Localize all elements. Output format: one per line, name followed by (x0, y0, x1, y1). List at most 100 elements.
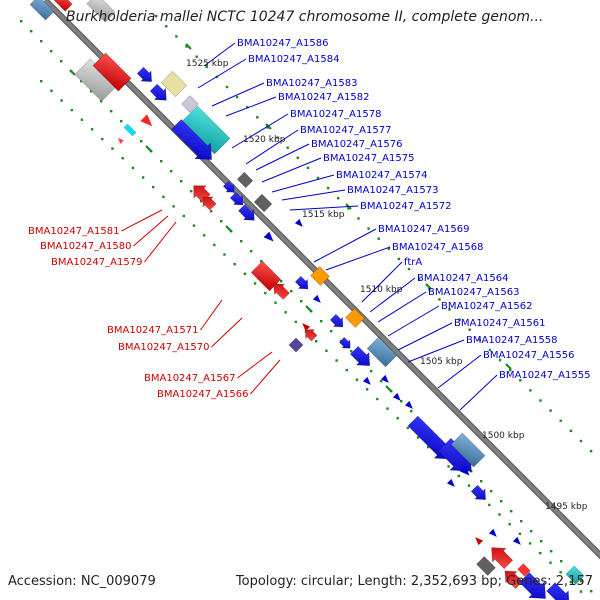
gene-arrow-fwd (329, 313, 344, 328)
tick-dot-inner (510, 510, 513, 513)
tick-dot-inner-2 (192, 224, 196, 227)
gene-label-reverse: BMA10247_A1570 (118, 342, 209, 353)
gene-marker-blue-body (488, 528, 497, 537)
scale-label: 1500 kbp (482, 431, 525, 441)
tick-dot-outer (519, 379, 522, 382)
gene-marker-blue-body (404, 400, 413, 409)
leader-line-forward (437, 354, 482, 389)
gene-marker-red-body (302, 323, 311, 332)
tick-dot-inner-2 (579, 590, 583, 593)
tick-dot-inner-2 (539, 551, 542, 555)
tick-dot-inner (50, 50, 53, 53)
leader-line-reverse (133, 215, 169, 247)
gene-box-steel (29, 0, 55, 21)
tick-dot-inner-2 (284, 311, 287, 314)
gene-marker-blue-body (446, 478, 455, 487)
tick-dot-inner (170, 170, 173, 173)
tick-dot-inner (200, 200, 203, 203)
gene-arrow-fwd (470, 484, 486, 500)
tick-dot-inner (220, 220, 223, 223)
tick-dot-outer (367, 227, 370, 230)
tick-dot-outer (589, 449, 593, 453)
gene-arrow-rev (202, 196, 217, 211)
tick-dot-inner-2 (233, 263, 236, 266)
gene-box-steel-mid-body (366, 336, 398, 368)
gene-arrow-fwd (229, 191, 244, 206)
tick-dot-inner-2 (80, 118, 84, 121)
tick-dot-outer (276, 136, 279, 139)
leader-line-forward (377, 291, 427, 323)
gene-box-red-body (517, 563, 531, 577)
leader-line-forward (281, 189, 346, 201)
scale-label: 1520 kbp (243, 135, 286, 145)
tick-dot-inner-2 (274, 301, 277, 304)
tick-dot-inner (310, 310, 313, 313)
tick-dot-inner (300, 300, 303, 303)
gene-box-steel-body (29, 0, 55, 21)
gene-arrow-fwd-body (329, 313, 344, 328)
tick-dot-inner (240, 240, 243, 243)
tick-dot-inner (370, 370, 373, 373)
tick-dot-outer (195, 55, 198, 58)
leader-line-forward (361, 261, 403, 303)
tick-dot-inner (40, 40, 43, 43)
gene-box-teal-small (565, 565, 585, 585)
tick-dot-inner (390, 390, 393, 393)
gene-arrow-fwd (519, 572, 546, 599)
leader-line-forward (397, 322, 453, 351)
gene-marker-red-body (475, 537, 484, 546)
gene-box-dark (476, 556, 496, 576)
tick-dot-inner-2 (518, 532, 522, 535)
gene-arrow-fwd (238, 204, 255, 221)
gene-marker-blue-body (512, 536, 521, 545)
gene-box-red-large-body (92, 52, 132, 92)
tick-dot-inner (140, 140, 143, 143)
gene-marker-blue (380, 374, 389, 383)
tick-dot-inner-2 (457, 474, 460, 478)
gene-label-forward: BMA10247_A1575 (323, 153, 414, 164)
gene-arrow-rev (504, 570, 524, 590)
tick-dot-outer (286, 146, 289, 149)
gene-label-forward: BMA10247_A1558 (466, 335, 557, 346)
gene-box-steel-low (450, 432, 486, 468)
gene-label-forward: BMA10247_A1586 (237, 38, 328, 49)
tick-dot-outer (357, 217, 360, 220)
gene-box-yellow (160, 70, 188, 98)
tick-dot-inner-2 (131, 166, 135, 170)
gene-arrow-rev-body (305, 329, 318, 342)
tick-dot-inner-2 (508, 523, 511, 526)
leader-line-forward (197, 58, 247, 89)
gene-box-red (517, 563, 531, 577)
leader-line-forward (231, 113, 289, 149)
tick-dot-outer (175, 35, 178, 38)
tick-dot-inner (490, 490, 493, 493)
gene-arrow-fwd (222, 180, 235, 193)
gene-label-forward: BMA10247_A1577 (300, 125, 391, 136)
gene-box-pale-body (181, 95, 199, 113)
tick-dot-inner-2 (70, 108, 73, 112)
gene-box-pale (181, 95, 199, 113)
tick-dot-inner-2 (447, 465, 450, 468)
gene-box-dark (253, 193, 273, 213)
gene-box-orange (345, 308, 365, 328)
tick-dot-inner (20, 20, 23, 23)
tick-dot-inner-2 (203, 234, 206, 237)
tick-dot-inner (190, 190, 193, 193)
tick-dot-inner-2 (40, 80, 43, 83)
tick-dot-outer (448, 308, 451, 311)
gene-arrow-fwd (149, 83, 167, 101)
tick-dot-inner (320, 320, 323, 323)
gene-label-reverse: BMA10247_A1571 (107, 325, 198, 336)
gene-box-dark-body (476, 556, 496, 576)
gene-marker-blue-body (294, 218, 303, 227)
tick-mark (305, 305, 312, 312)
leader-line-reverse (237, 351, 273, 379)
tick-dot-inner-2 (427, 445, 430, 449)
leader-line-forward (271, 174, 335, 193)
gene-marker-red (140, 114, 153, 127)
gene-arrow-fwd-body (519, 572, 546, 599)
gene-arrow-rev-body (504, 570, 524, 590)
tick-dot-inner-2 (90, 128, 94, 131)
tick-dot-outer (246, 106, 249, 109)
